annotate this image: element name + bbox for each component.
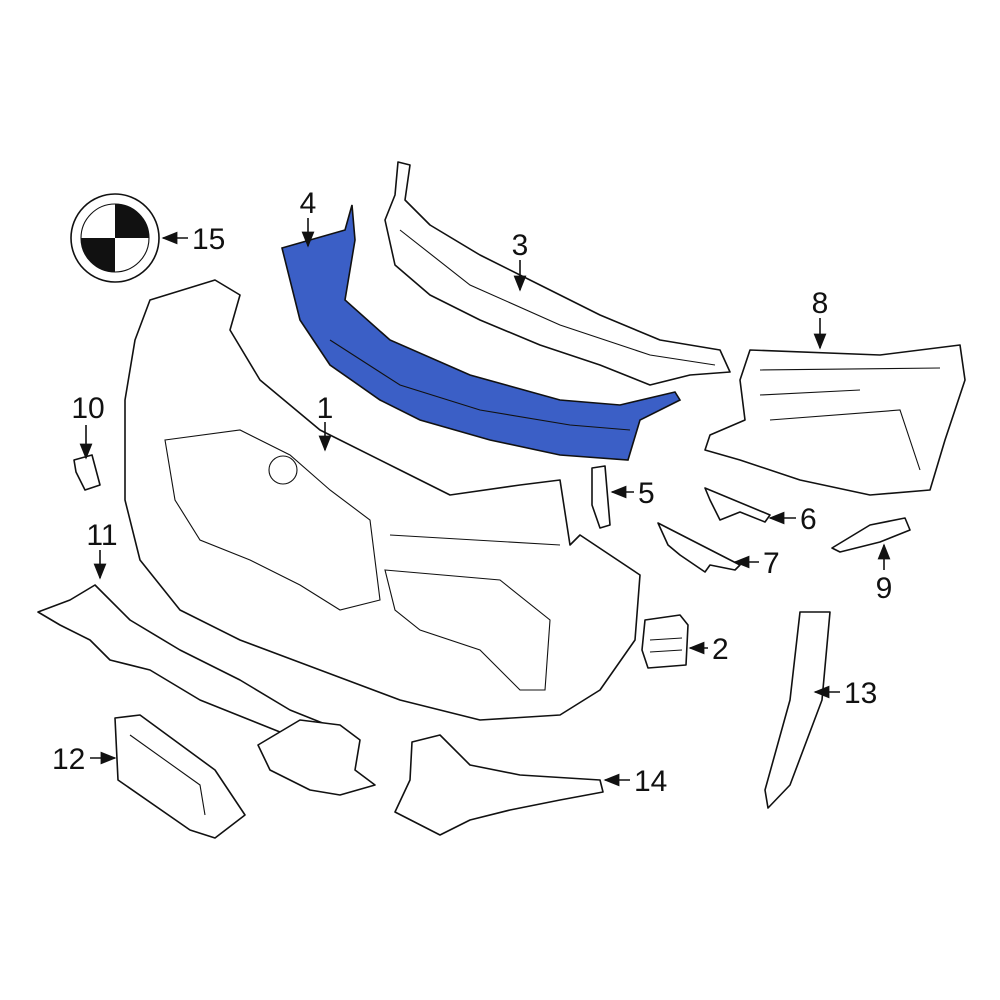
callout-number: 14 <box>634 765 667 798</box>
part-7-bracket[interactable] <box>657 522 741 573</box>
callouts: 1 2 3 4 5 6 7 8 9 10 11 12 13 14 15 <box>52 187 892 798</box>
part-1-bumper-cover[interactable] <box>124 279 641 721</box>
part-outline <box>124 279 641 721</box>
part-outline <box>281 204 682 461</box>
callout-12[interactable]: 12 <box>52 743 117 776</box>
callout-4[interactable]: 4 <box>300 187 317 248</box>
callout-number: 15 <box>192 223 225 256</box>
part-outline <box>384 161 731 386</box>
callout-number: 7 <box>763 547 780 580</box>
callout-13[interactable]: 13 <box>813 677 877 710</box>
callout-number: 1 <box>317 392 334 425</box>
part-8-carrier[interactable] <box>704 344 966 496</box>
callout-number: 10 <box>71 392 104 425</box>
callout-15[interactable]: 15 <box>161 223 225 256</box>
part-outline <box>268 455 298 485</box>
part-6-bracket[interactable] <box>704 487 771 523</box>
part-outline <box>649 637 683 653</box>
callout-number: 13 <box>844 677 877 710</box>
part-13-trim[interactable] <box>764 611 831 809</box>
part-12-plate-bracket[interactable] <box>114 714 246 839</box>
callout-9[interactable]: 9 <box>876 543 893 605</box>
callout-number: 9 <box>876 572 893 605</box>
part-4-energy-absorber[interactable] <box>281 204 682 461</box>
part-outline <box>114 714 246 839</box>
callout-3[interactable]: 3 <box>512 229 529 292</box>
callout-number: 8 <box>812 287 829 320</box>
part-outline <box>704 344 966 496</box>
callout-11[interactable]: 11 <box>86 519 118 580</box>
part-outline <box>164 429 381 611</box>
part-outline <box>384 569 551 691</box>
part-15-emblem[interactable] <box>70 193 160 283</box>
callout-number: 4 <box>300 187 317 220</box>
callout-5[interactable]: 5 <box>610 477 655 510</box>
part-outline <box>129 734 206 816</box>
callout-number: 5 <box>638 477 655 510</box>
part-3-reinforcement[interactable] <box>384 161 731 386</box>
part-outline <box>81 238 115 272</box>
part-outline <box>389 534 561 546</box>
part-outline <box>115 204 149 238</box>
callout-number: 2 <box>712 633 729 666</box>
callout-number: 12 <box>52 743 85 776</box>
part-outline <box>399 229 716 366</box>
part-14-splitter[interactable] <box>394 734 604 836</box>
part-5-bracket[interactable] <box>591 465 611 529</box>
part-outline <box>641 614 689 669</box>
callout-7[interactable]: 7 <box>733 547 780 580</box>
part-outline <box>759 367 941 471</box>
callout-8[interactable]: 8 <box>812 287 829 350</box>
callout-10[interactable]: 10 <box>71 392 105 460</box>
callout-14[interactable]: 14 <box>603 765 667 798</box>
callout-number: 3 <box>512 229 529 262</box>
part-11-duct <box>257 719 376 796</box>
part-2-sensor[interactable] <box>641 614 689 669</box>
part-10-cap[interactable] <box>73 454 101 491</box>
callout-6[interactable]: 6 <box>768 503 817 536</box>
part-9-cover[interactable] <box>831 517 911 553</box>
callout-2[interactable]: 2 <box>688 633 729 666</box>
callout-number: 6 <box>800 503 817 536</box>
part-outline <box>329 339 631 431</box>
callout-number: 11 <box>86 519 117 552</box>
callout-1[interactable]: 1 <box>317 392 334 452</box>
